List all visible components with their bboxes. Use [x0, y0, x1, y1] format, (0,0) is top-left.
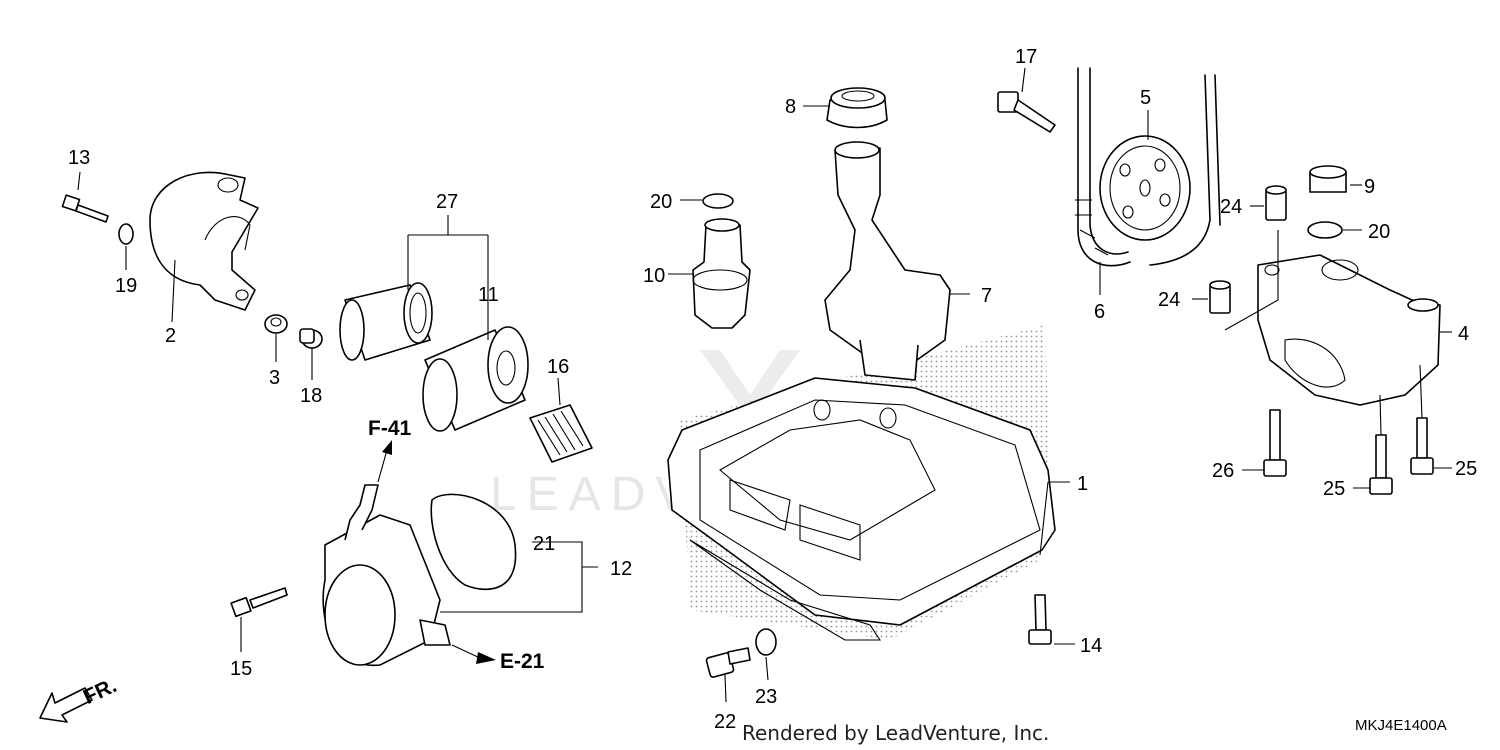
label-14: 14 — [1080, 635, 1102, 657]
ref-f41: F-41 — [368, 417, 412, 440]
bolt-14[interactable] — [1028, 594, 1052, 645]
label-25b: 25 — [1455, 458, 1477, 480]
label-13: 13 — [68, 147, 90, 169]
f41-arrow — [377, 449, 388, 483]
label-18: 18 — [300, 385, 322, 407]
label-26: 26 — [1212, 460, 1234, 482]
label-25a: 25 — [1323, 478, 1345, 500]
strainer-16[interactable] — [529, 404, 593, 463]
label-12: 12 — [610, 558, 632, 580]
filler-neck-7[interactable] — [824, 141, 951, 381]
dipstick-cap-8[interactable] — [826, 87, 888, 129]
label-17: 17 — [1015, 46, 1037, 68]
label-15: 15 — [230, 658, 252, 680]
chain-6[interactable] — [1075, 67, 1221, 267]
gasket-21[interactable] — [430, 493, 517, 591]
label-10: 10 — [643, 265, 665, 287]
dowel-24-lower[interactable] — [1209, 280, 1231, 314]
bolt-17[interactable] — [997, 91, 1056, 133]
collar-9[interactable] — [1309, 165, 1347, 193]
label-24a: 24 — [1220, 196, 1242, 218]
plug-18[interactable] — [299, 328, 323, 349]
bolt-13[interactable] — [61, 194, 109, 223]
plug-3[interactable] — [264, 314, 288, 334]
ref-e21: E-21 — [500, 650, 545, 673]
diagram-code: MKJ4E1400A — [1355, 717, 1447, 734]
footer-credit: Rendered by LeadVenture, Inc. — [742, 721, 1049, 745]
o-ring-20-left[interactable] — [702, 193, 734, 209]
oil-filter-11[interactable] — [422, 326, 529, 432]
washer-19[interactable] — [118, 223, 134, 245]
front-arrow-icon: FR. — [39, 674, 120, 723]
label-3: 3 — [269, 367, 280, 389]
label-8: 8 — [785, 96, 796, 118]
label-20b: 20 — [1368, 221, 1390, 243]
dowel-24-upper[interactable] — [1265, 185, 1287, 221]
label-20a: 20 — [650, 191, 672, 213]
part-number-labels: 13 19 2 3 18 27 11 16 F-41 21 12 15 E-21… — [68, 46, 1477, 733]
oil-cooler-12[interactable] — [322, 484, 451, 666]
label-19: 19 — [115, 275, 137, 297]
oil-pan-1[interactable] — [667, 377, 1056, 641]
label-24b: 24 — [1158, 289, 1180, 311]
label-1: 1 — [1077, 473, 1088, 495]
label-9: 9 — [1364, 176, 1375, 198]
label-7: 7 — [981, 285, 992, 307]
label-5: 5 — [1140, 87, 1151, 109]
oil-level-sensor-10[interactable] — [692, 218, 751, 329]
label-16: 16 — [547, 356, 569, 378]
bolt-25-right[interactable] — [1410, 417, 1434, 475]
label-4: 4 — [1458, 323, 1469, 345]
oil-pump-4[interactable] — [1257, 254, 1441, 406]
label-11: 11 — [478, 284, 499, 306]
bolt-26[interactable] — [1263, 409, 1287, 477]
label-2: 2 — [165, 325, 176, 347]
filter-wrench-27[interactable] — [339, 282, 433, 361]
label-22: 22 — [714, 711, 736, 733]
filter-cover-2[interactable] — [149, 171, 259, 311]
label-21: 21 — [533, 533, 555, 555]
label-23: 23 — [755, 686, 777, 708]
o-ring-20-right[interactable] — [1307, 221, 1343, 239]
washer-23[interactable] — [755, 628, 777, 656]
bolt-25-middle[interactable] — [1369, 434, 1393, 495]
drain-bolt-22[interactable] — [705, 647, 751, 678]
label-27: 27 — [436, 191, 458, 213]
callout-lines — [77, 67, 1452, 703]
sprocket-5[interactable] — [1099, 135, 1191, 241]
label-6: 6 — [1094, 301, 1105, 323]
e21-arrow — [451, 644, 481, 659]
bolt-15[interactable] — [230, 587, 288, 618]
